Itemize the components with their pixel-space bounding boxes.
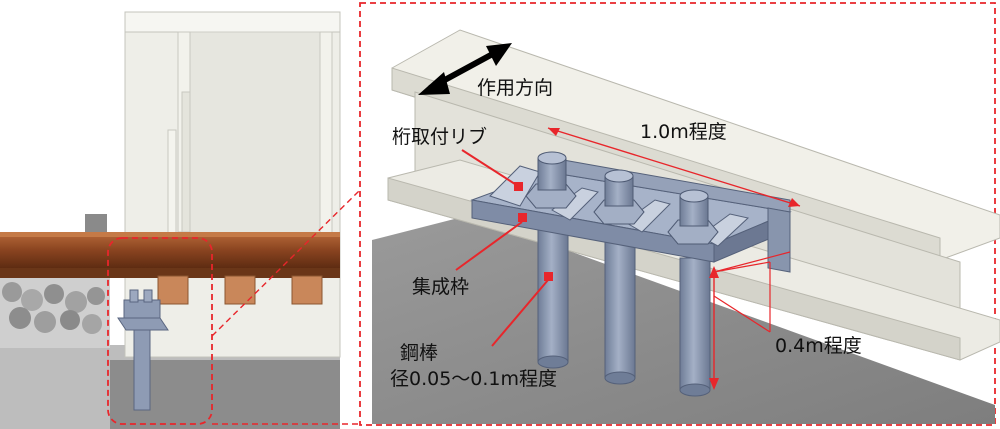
overview-post-3 bbox=[319, 31, 333, 243]
overview-rail bbox=[0, 232, 340, 268]
steel-rod-3 bbox=[679, 257, 711, 391]
overview-small-block bbox=[85, 214, 107, 232]
depth-label: 0.4m程度 bbox=[775, 335, 862, 357]
steel-rod-2 bbox=[604, 237, 636, 379]
frame-side-wall bbox=[767, 207, 791, 273]
frame-label: 集成枠 bbox=[412, 276, 469, 298]
frame-leader-line bbox=[455, 221, 523, 271]
length-label: 1.0m程度 bbox=[640, 121, 727, 143]
overview-fastener-3 bbox=[291, 275, 323, 305]
overview-ballast bbox=[0, 278, 110, 348]
overview-highlight-box bbox=[107, 237, 213, 425]
overview-post-2 bbox=[181, 91, 191, 233]
overview-post-4 bbox=[167, 129, 177, 241]
rib-leader-line bbox=[461, 149, 519, 187]
rod-label-line2: 径0.05～0.1m程度 bbox=[390, 368, 557, 390]
overview-stopper-device bbox=[117, 289, 169, 411]
overview-girder-inner bbox=[189, 31, 321, 243]
detail-illustration bbox=[372, 29, 1000, 424]
overview-panel bbox=[0, 11, 341, 429]
overview-girder-top bbox=[124, 11, 341, 33]
rod-leader-line bbox=[491, 279, 549, 347]
bolt-2 bbox=[593, 169, 645, 225]
rod-label-line1: 鋼棒 bbox=[400, 342, 438, 364]
steel-rod-1 bbox=[537, 221, 569, 363]
bolt-3 bbox=[667, 189, 719, 245]
direction-label: 作用方向 bbox=[477, 77, 553, 99]
rib-label: 桁取付リブ bbox=[392, 125, 487, 148]
direction-arrow bbox=[418, 43, 512, 95]
overview-rail-base bbox=[0, 268, 340, 278]
overview-fastener-1 bbox=[157, 275, 189, 305]
depth-dimension-line bbox=[709, 251, 791, 390]
overview-fastener-2 bbox=[224, 275, 256, 305]
connector-line-upper bbox=[211, 189, 361, 337]
girder-rib-3 bbox=[624, 199, 671, 233]
length-dimension-line bbox=[547, 127, 801, 207]
overview-rail-top bbox=[0, 232, 340, 237]
bolt-1 bbox=[525, 151, 577, 209]
